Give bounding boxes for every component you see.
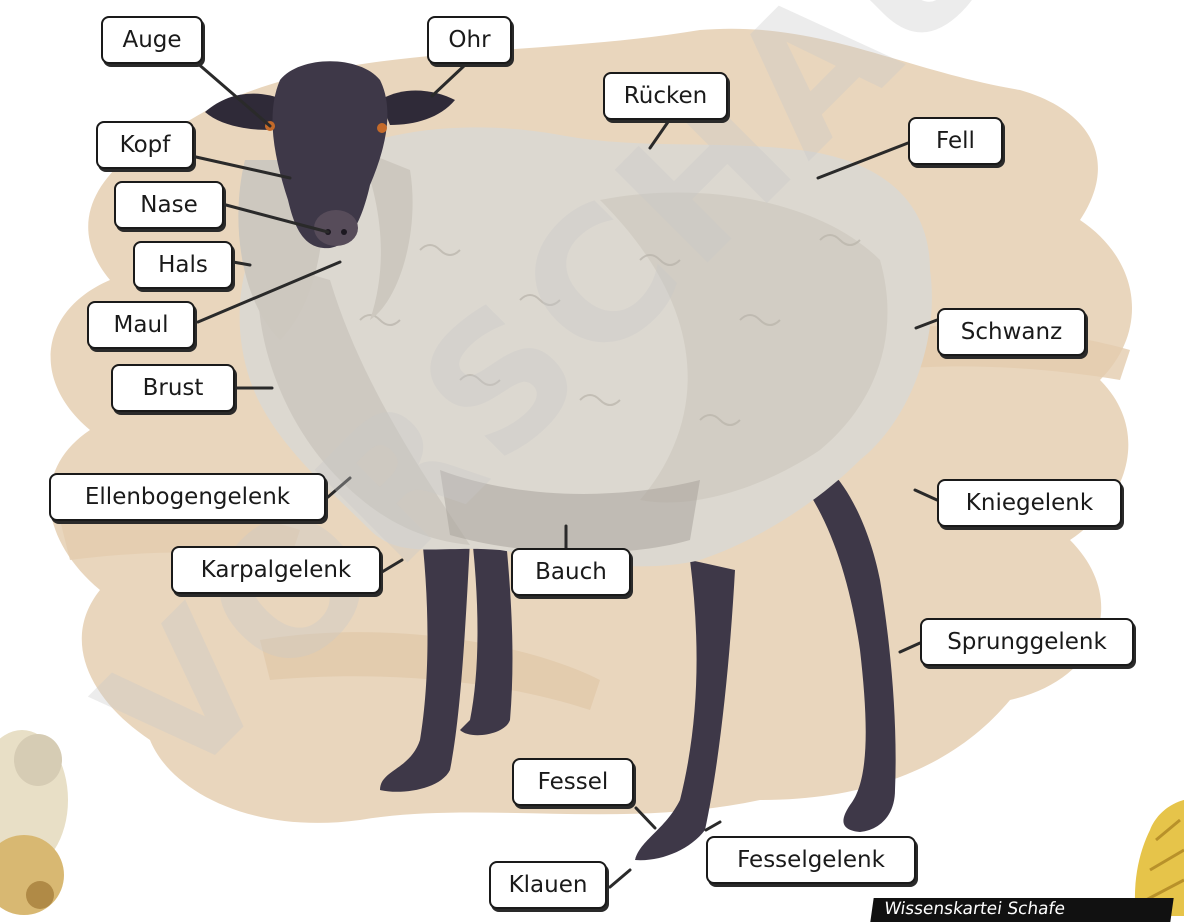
label-sprunggelenk: Sprunggelenk [920,618,1134,666]
label-karpalgelenk: Karpalgelenk [171,546,381,594]
label-brust: Brust [111,364,235,412]
label-klauen: Klauen [489,861,607,909]
label-auge: Auge [101,16,203,64]
label-bauch: Bauch [511,548,631,596]
footer-banner: Wissenskartei Schafe [870,898,1173,922]
label-hals: Hals [133,241,233,289]
small-sheep-illustration [0,730,68,915]
label-maul: Maul [87,301,195,349]
label-fessel: Fessel [512,758,634,806]
label-fell: Fell [908,117,1003,165]
label-ruecken: Rücken [603,72,728,120]
label-kopf: Kopf [96,121,194,169]
label-kniegelenk: Kniegelenk [937,479,1122,527]
label-ellenbogengelenk: Ellenbogengelenk [49,473,326,521]
label-fesselgelenk: Fesselgelenk [706,836,916,884]
label-ohr: Ohr [427,16,512,64]
label-schwanz: Schwanz [937,308,1086,356]
label-nase: Nase [114,181,224,229]
